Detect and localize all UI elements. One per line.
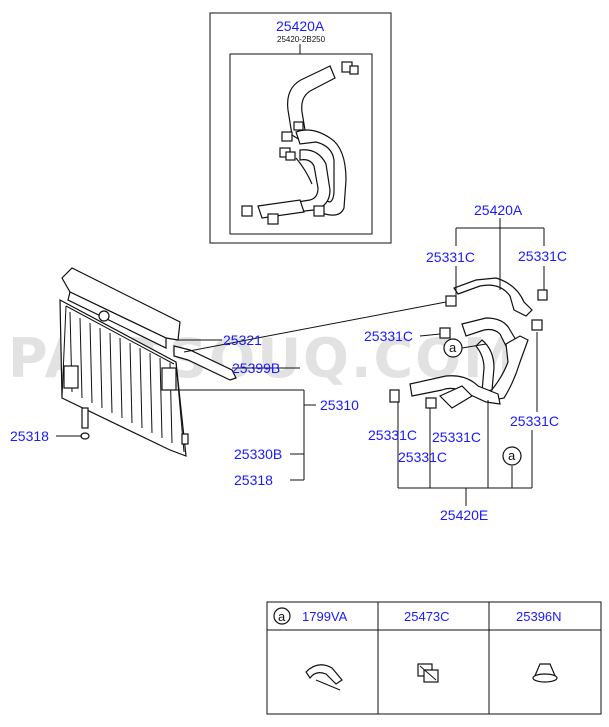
inset-box: 25420A 25420-2B250 [209,12,392,244]
clip-fitting-icon [417,663,439,683]
inset-hose-assembly [241,61,359,225]
legend-col-3-part: 25396N [516,609,562,624]
ref-a-upper-label: a [449,340,457,355]
callout-25330B[interactable]: 25330B [234,446,282,462]
legend-col-2-part: 25473C [404,609,450,624]
callout-25331C-upper-left[interactable]: 25331C [426,249,475,265]
radiator-leaders [56,301,447,481]
hose-assembly-right-leaders [397,218,545,506]
callout-25420E[interactable]: 25420E [440,507,488,523]
inset-part-number[interactable]: 25420A [276,18,325,34]
callout-25321[interactable]: 25321 [223,332,262,348]
hose-assembly-right [389,277,548,409]
callout-25331C-lower-c[interactable]: 25331C [398,449,447,465]
callout-25331C-lower-b[interactable]: 25331C [432,429,481,445]
ref-a-upper[interactable]: a [443,338,463,358]
inset-sub-part-number: 25420-2B250 [277,35,326,44]
legend-col-1-part: 1799VA [302,609,348,624]
callout-25331C-right-lower[interactable]: 25331C [510,413,559,429]
callout-25399B[interactable]: 25399B [232,360,280,376]
callout-25310[interactable]: 25310 [320,397,359,413]
legend-col-1[interactable]: a 1799VA [273,607,348,691]
ref-a-lower[interactable]: a [502,446,522,466]
callout-25420A[interactable]: 25420A [474,202,523,218]
callout-25331C-upper-right[interactable]: 25331C [518,248,567,264]
hose-clamp-icon [305,664,343,691]
ref-a-lower-label: a [508,448,516,463]
legend-table: a 1799VA 25473C 25396N [266,601,602,715]
callout-25331C-lower-a[interactable]: 25331C [368,427,417,443]
legend-col-2[interactable]: 25473C [404,609,450,683]
callout-25318-left[interactable]: 25318 [10,428,49,444]
radiator-assembly [59,267,237,457]
legend-col-1-ref: a [278,609,286,624]
callout-25318-right[interactable]: 25318 [234,472,273,488]
rubber-cap-icon [532,663,558,683]
callout-25331C-middle[interactable]: 25331C [364,328,413,344]
legend-col-3[interactable]: 25396N [516,609,562,683]
